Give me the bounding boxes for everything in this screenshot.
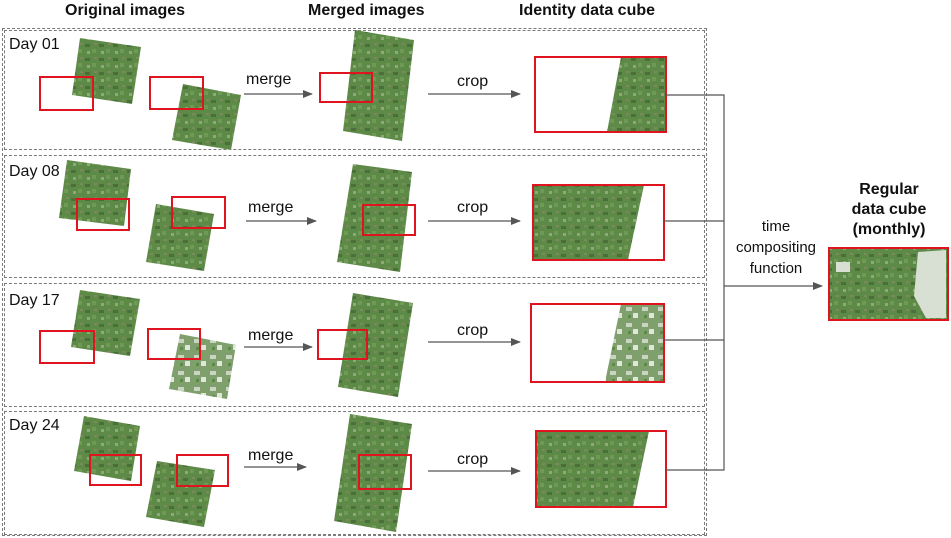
satellite-tile (172, 84, 241, 150)
roi-box (147, 328, 201, 360)
compositing-connectors (664, 94, 823, 471)
cube-image (605, 304, 664, 382)
compositing-line: compositing (735, 239, 817, 256)
merged-tile (334, 414, 412, 532)
satellite-tile (169, 334, 236, 399)
result-frame-border (828, 247, 949, 321)
compositing-line: time (761, 218, 791, 235)
cube-image (536, 431, 649, 507)
merge-label: merge (248, 199, 294, 216)
roi-box (171, 196, 226, 229)
roi-box (149, 76, 204, 110)
satellite-tile (72, 38, 141, 104)
cube-frame-border (532, 184, 665, 261)
roi-box (39, 330, 95, 364)
satellite-tile (74, 416, 140, 481)
result-image-cloud (836, 262, 850, 272)
cube-frame-border (530, 303, 665, 383)
header-original-images: Original images (65, 2, 186, 19)
satellite-tile (59, 160, 131, 226)
regular-data-cube (828, 247, 949, 321)
day-label: Day 24 (9, 417, 60, 434)
daily-images-group (2, 28, 707, 536)
roi-box (358, 454, 412, 490)
day-label: Day 08 (9, 163, 60, 180)
header-merged-images: Merged images (308, 2, 425, 19)
roi-box (39, 76, 94, 111)
roi-box (89, 454, 142, 486)
merge-label: merge (248, 447, 294, 464)
crop-label: crop (457, 322, 489, 339)
result-title-line: data cube (851, 201, 927, 218)
row-box-day-08 (4, 155, 705, 278)
row-box-day-24 (4, 411, 705, 535)
row-day-17 (39, 290, 665, 399)
row-box-day-17 (4, 283, 705, 407)
compositing-function-label: time compositing function (725, 216, 827, 279)
satellite-tile (146, 204, 214, 271)
cube-image (533, 185, 644, 260)
crop-label: crop (457, 199, 489, 216)
roi-box (76, 198, 130, 231)
merge-label: merge (248, 327, 294, 344)
merged-tile (343, 30, 414, 141)
cube-image (607, 57, 666, 132)
roi-box (362, 204, 416, 236)
merged-tile (337, 164, 412, 272)
merge-label: merge (246, 71, 292, 88)
result-title-line: (monthly) (852, 221, 926, 238)
row-day-01 (39, 30, 667, 150)
regular-data-cube-title: Regular data cube (monthly) (829, 180, 949, 240)
row-box-day-01 (4, 30, 705, 150)
day-label: Day 17 (9, 292, 60, 309)
result-image-cloud (914, 250, 946, 318)
row-day-08 (59, 160, 665, 272)
connector-line (666, 94, 725, 471)
crop-label: crop (457, 451, 489, 468)
roi-box (176, 454, 229, 487)
merged-tile (338, 293, 413, 397)
result-title-line: Regular (859, 181, 919, 198)
compositing-line: function (749, 260, 803, 277)
header-identity-data-cube: Identity data cube (519, 2, 656, 19)
cube-frame-border (535, 430, 667, 508)
crop-label: crop (457, 73, 489, 90)
roi-box (317, 329, 368, 360)
row-day-24 (74, 414, 667, 532)
satellite-tile (71, 290, 140, 356)
day-label: Day 01 (9, 36, 60, 53)
roi-box (319, 72, 373, 103)
satellite-tile (146, 461, 215, 527)
